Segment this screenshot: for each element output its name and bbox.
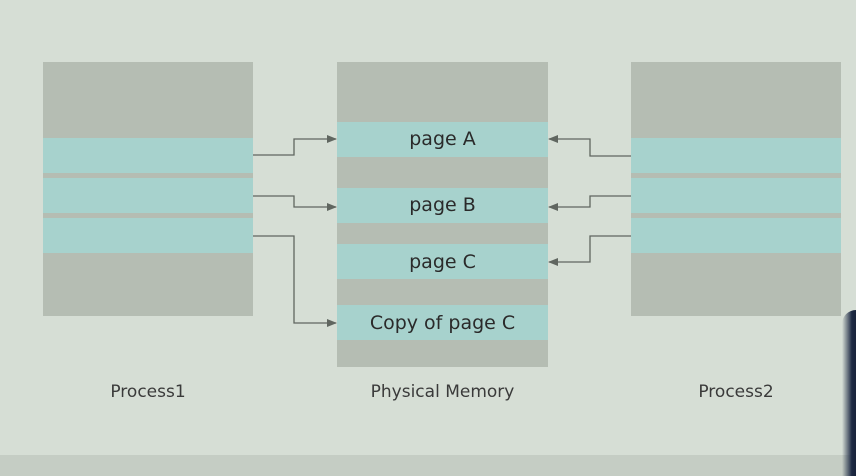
- arrow-p2-to-page-b: [548, 195, 631, 211]
- arrow-p2-to-page-a: [548, 135, 631, 157]
- memory-page-b-row: [337, 188, 548, 223]
- arrow-p2-to-page-c: [548, 235, 631, 266]
- page-c-label: page C: [409, 251, 476, 273]
- page-a-label: page A: [409, 128, 476, 150]
- copy-of-page-c-label: Copy of page C: [369, 312, 516, 334]
- bottom-bar: [0, 455, 856, 476]
- process1-row-1: [43, 138, 253, 173]
- memory-copy-page-c-row: [337, 305, 548, 340]
- memory-page-c-row: [337, 244, 548, 279]
- memory-page-a-row: [337, 122, 548, 157]
- page-b-label: page B: [409, 194, 476, 216]
- physical-memory-caption: Physical Memory: [370, 382, 515, 402]
- arrow-p1-to-page-b: [253, 195, 337, 211]
- process1-row-2: [43, 178, 253, 213]
- process1-row-3: [43, 218, 253, 253]
- process1-caption: Process1: [110, 382, 186, 402]
- arrow-p1-to-page-a: [253, 135, 337, 156]
- process2-row-1: [631, 138, 841, 173]
- presenter-edge: [842, 310, 856, 476]
- process2-row-3: [631, 218, 841, 253]
- process2-caption: Process2: [698, 382, 774, 402]
- process2-row-2: [631, 178, 841, 213]
- arrow-p1-to-copy-page-c: [253, 235, 337, 327]
